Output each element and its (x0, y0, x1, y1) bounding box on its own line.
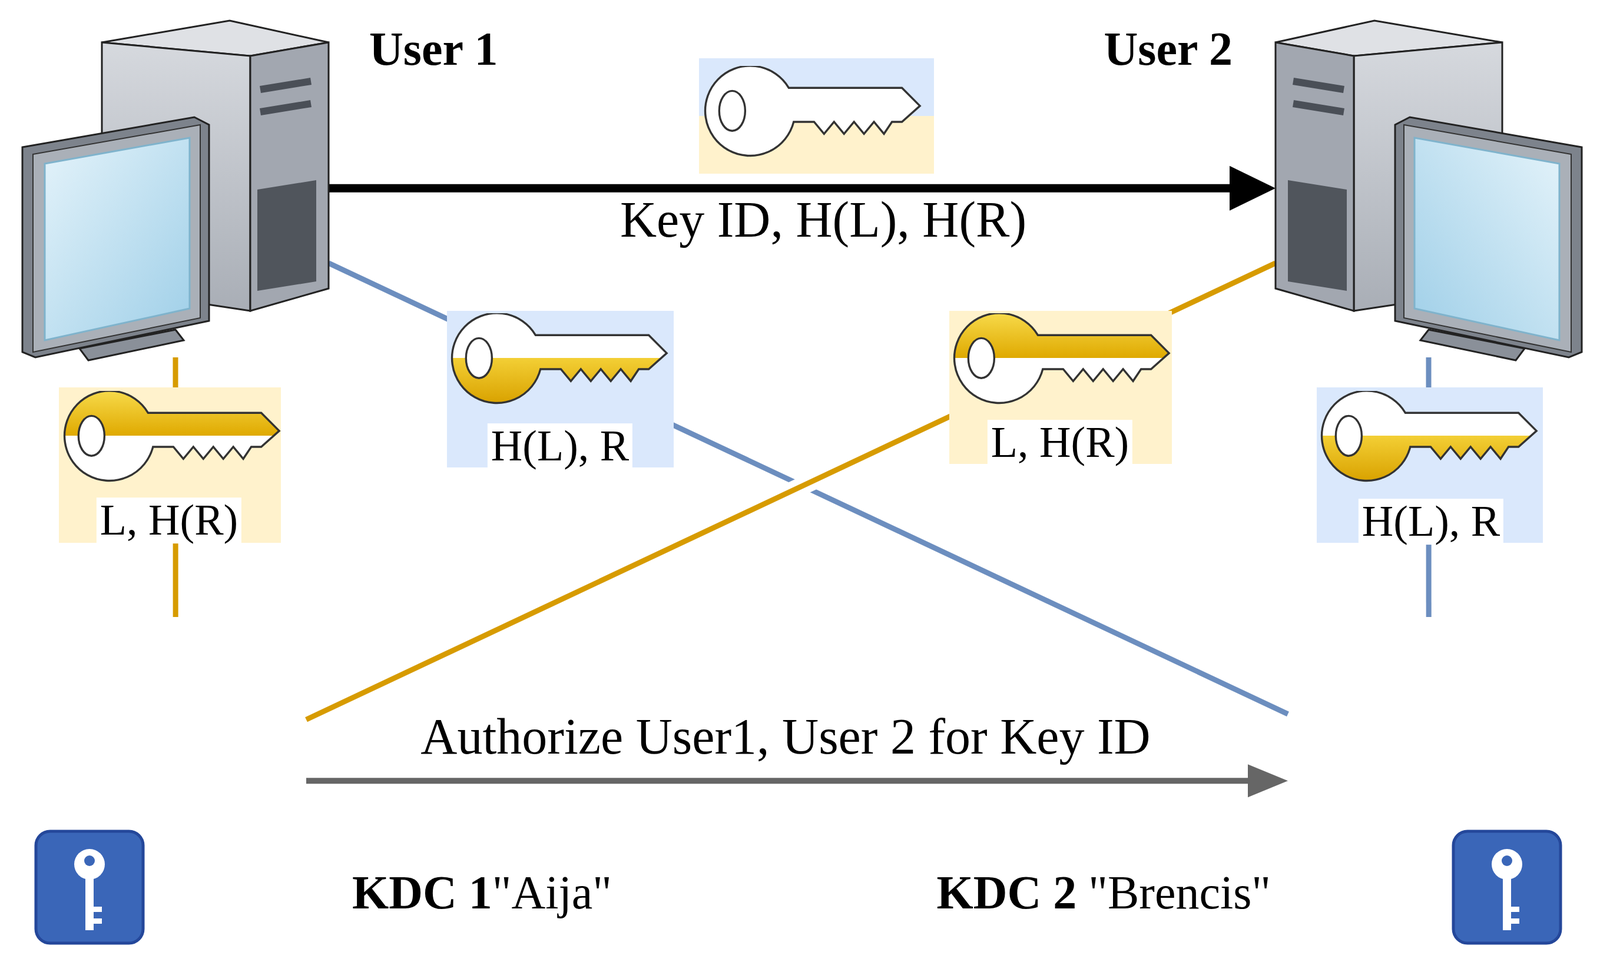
node-label-row: User 2 (1104, 25, 1233, 73)
badge-key-shaft (1502, 876, 1512, 931)
user-computer: User 1 (22, 20, 329, 358)
edge-label: H(L), R (1358, 498, 1504, 545)
key-card-top (699, 58, 934, 174)
connector-line (306, 263, 1276, 720)
edge-label: L, H(R) (987, 419, 1133, 466)
node-title: KDC 1 (352, 869, 493, 917)
key-icon (64, 391, 280, 482)
kdc-server: KDC 2"Brencis" (1287, 617, 1526, 924)
badge-key-hole (1501, 855, 1513, 867)
kdc-server: KDC 1"Aija" (71, 617, 307, 924)
node-subtitle: "Aija" (492, 869, 612, 917)
node-label-row: KDC 2"Brencis" (936, 869, 1271, 917)
badge-tile (1453, 831, 1561, 944)
key-icon (705, 65, 921, 157)
badge-key-tooth (1511, 918, 1520, 924)
badge-tile (35, 831, 144, 944)
computer-icon (1275, 20, 1582, 361)
connector-halo (306, 263, 1276, 720)
arrow-head (1247, 764, 1288, 798)
edge-label: Key ID, H(L), H(R) (620, 193, 1027, 247)
key-icon (954, 313, 1170, 404)
node-title: User 2 (1104, 25, 1233, 73)
badge-key-tooth (93, 918, 102, 924)
kdc1-badge (35, 831, 144, 944)
edge-label: H(L), R (487, 423, 633, 470)
card-background (58, 387, 281, 543)
connector (306, 764, 1288, 798)
user1-computer (22, 20, 329, 361)
arrow-head (1229, 166, 1276, 211)
kdc2-badge (1453, 831, 1561, 944)
user2-computer (1275, 20, 1582, 361)
node-title: User 1 (369, 25, 498, 73)
key-card-left (58, 387, 281, 543)
key-icon (452, 313, 668, 404)
user-computer: User 2 (1275, 20, 1582, 358)
connector-line (306, 777, 1248, 784)
badge-key-tooth (1511, 906, 1520, 913)
badge-key-hole (84, 855, 95, 867)
badge-key-tooth (93, 906, 102, 913)
badge-key-bow (74, 849, 105, 880)
edge-label: L, H(R) (96, 497, 242, 544)
badge-key-shaft (85, 876, 94, 931)
node-subtitle: "Brencis" (1088, 869, 1271, 917)
node-label-row: KDC 1"Aija" (352, 869, 612, 917)
connector (306, 263, 1276, 720)
edge-label: Authorize User1, User 2 for Key ID (420, 710, 1151, 764)
connector-line (328, 184, 1230, 193)
computer-icon (22, 20, 329, 361)
node-title: KDC 2 (936, 869, 1078, 917)
badge-key-bow (1491, 849, 1523, 880)
node-label-row: User 1 (369, 25, 498, 73)
key-icon (1322, 391, 1537, 482)
